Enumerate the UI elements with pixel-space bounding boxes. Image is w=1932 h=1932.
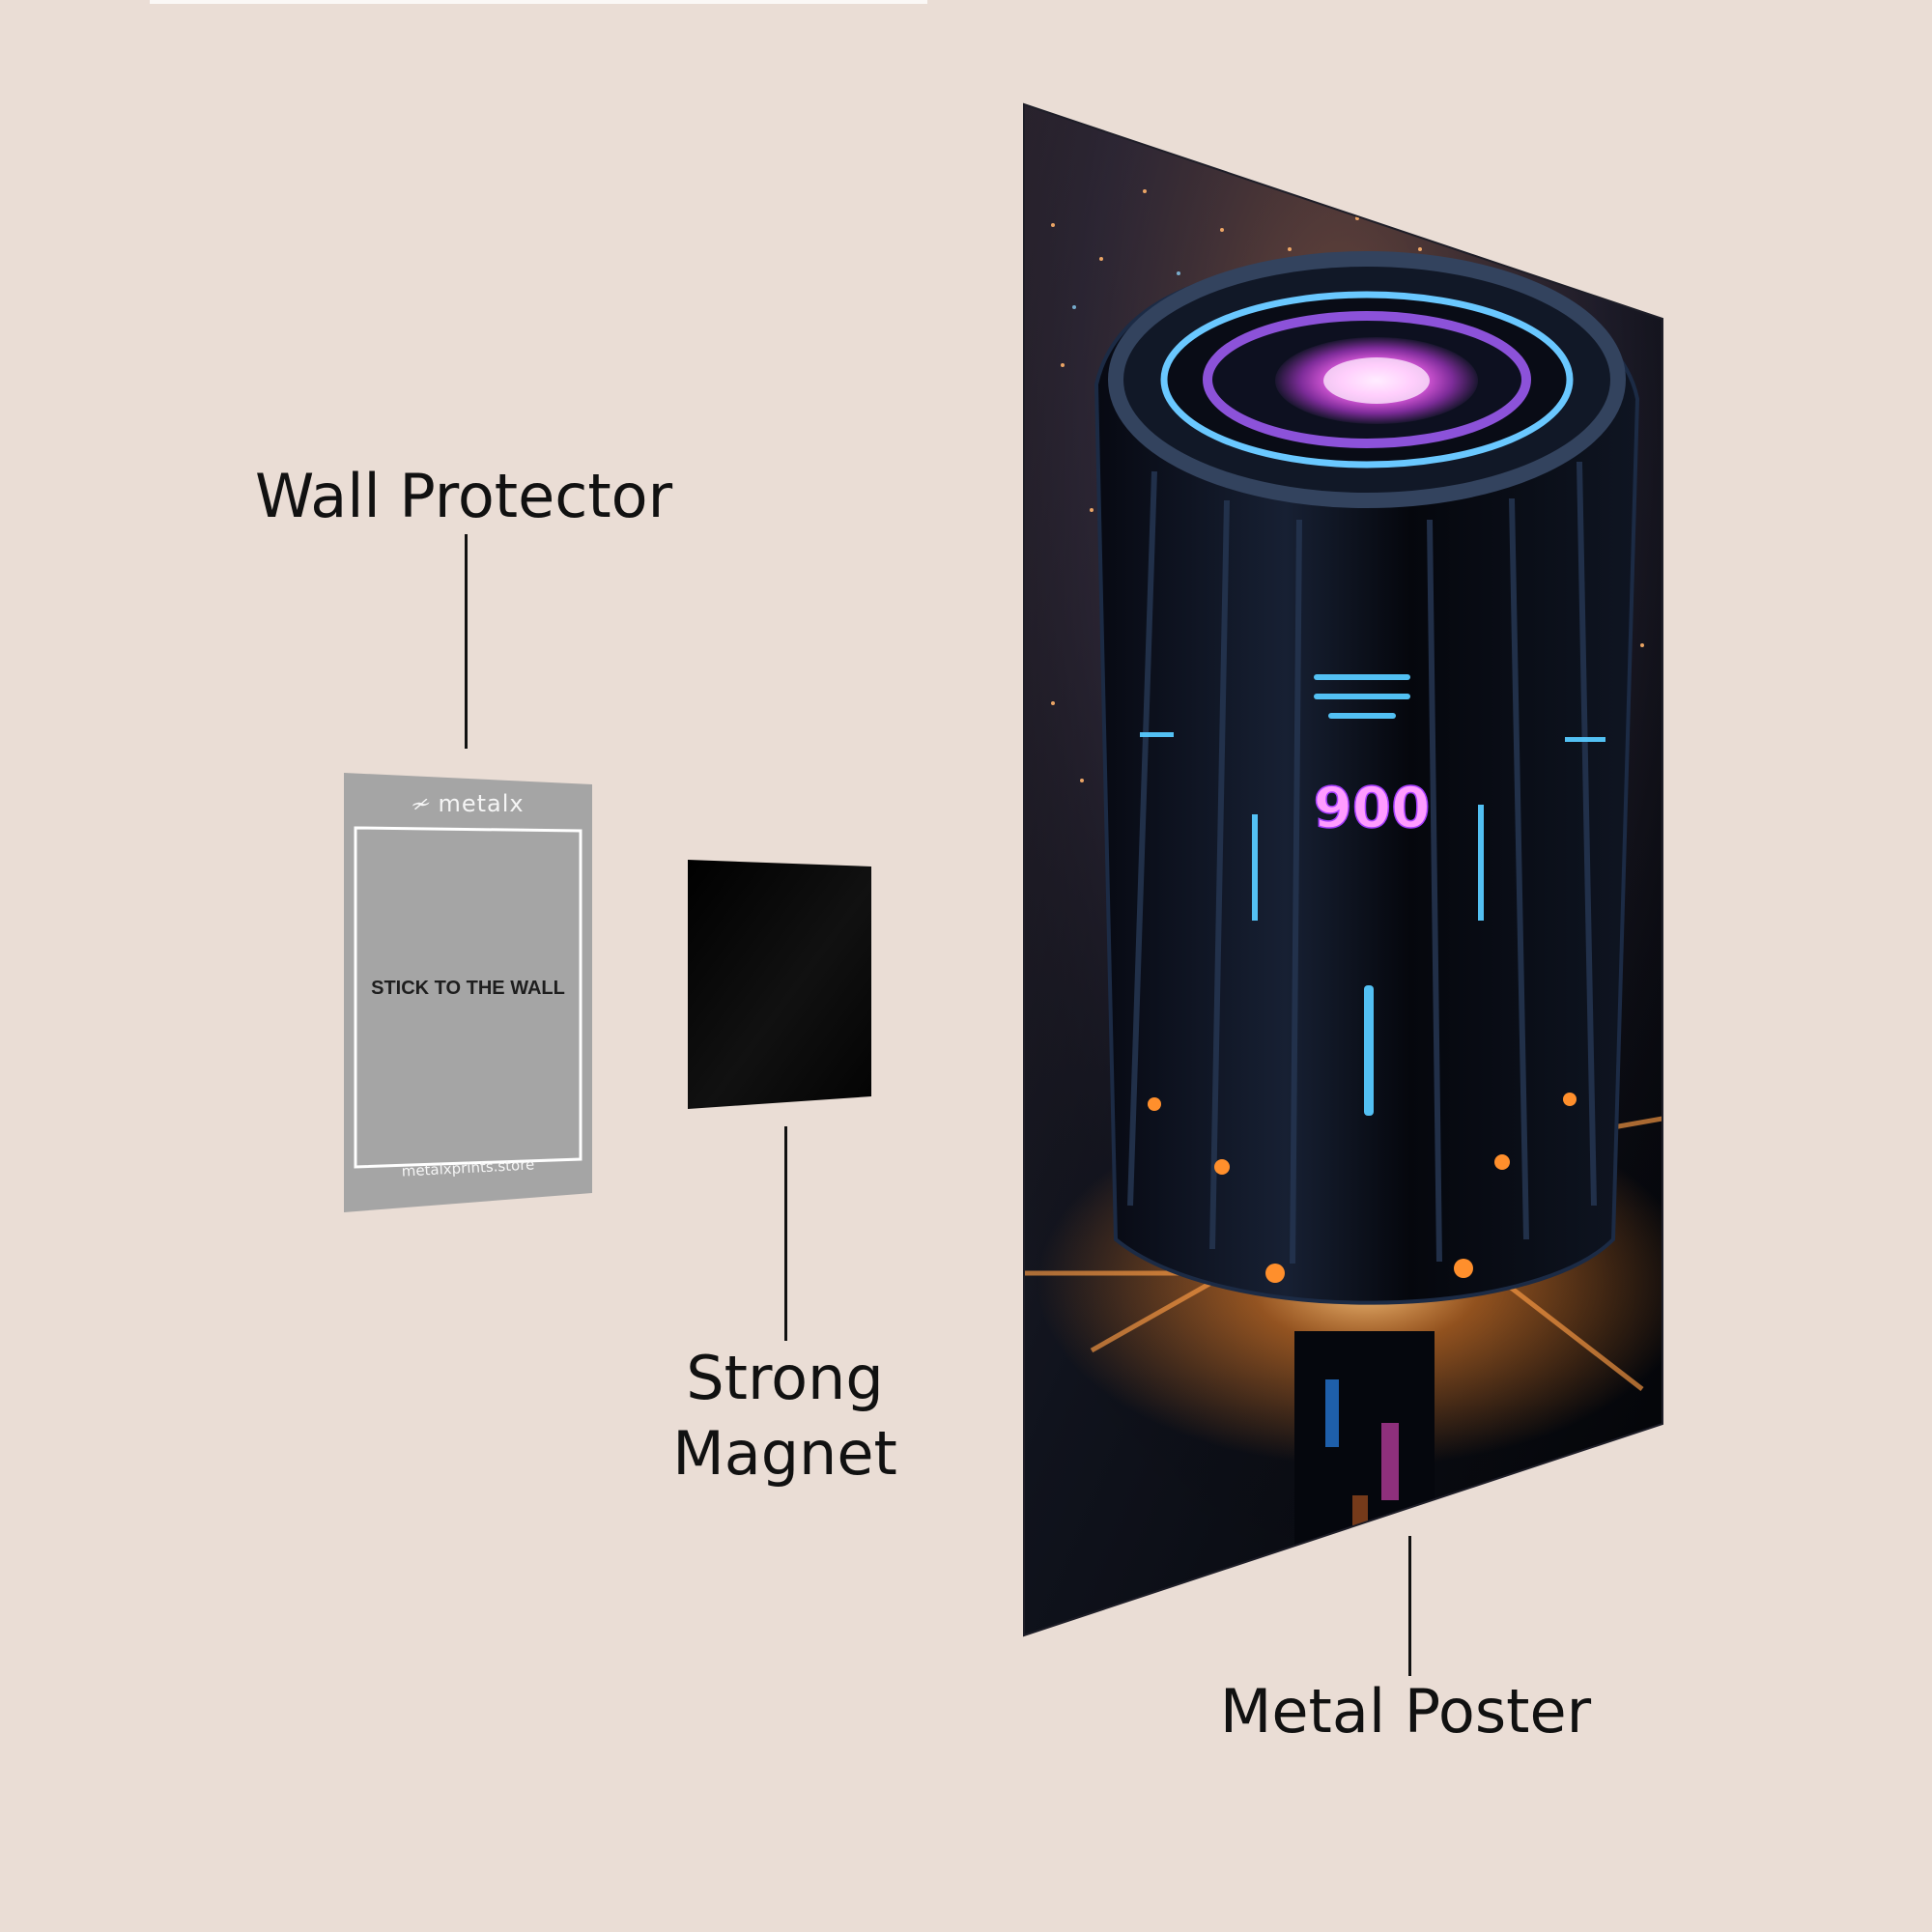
wall-protector-label: Wall Protector <box>254 461 673 531</box>
top-edge-strip <box>150 0 927 4</box>
metal-poster: 900 <box>1023 102 1663 1637</box>
metalx-logo-text: metalx <box>438 790 525 817</box>
magnet-shape <box>688 860 871 1109</box>
metal-poster-leader-line <box>1408 1536 1411 1676</box>
wall-protector-leader-line <box>465 534 468 749</box>
strong-magnet-leader-line <box>784 1126 787 1341</box>
metalx-logo-icon: ≁ <box>402 790 442 817</box>
strong-magnet-label-line-2: Magnet <box>672 1418 897 1489</box>
metal-poster-label: Metal Poster <box>1219 1676 1592 1747</box>
wall-protector-sheet: ≁metalx STICK TO THE WALL metalxprints.s… <box>344 773 592 1212</box>
metalx-logo: ≁metalx <box>344 790 592 817</box>
wall-protector-shape <box>344 773 592 1212</box>
strong-magnet-label-line-1: Strong <box>686 1343 884 1413</box>
stick-to-wall-text: STICK TO THE WALL <box>371 978 565 999</box>
strong-magnet-plate <box>688 860 871 1111</box>
poster-number-900: 900 <box>1313 775 1430 840</box>
strong-magnet-label: Strong Magnet <box>657 1341 913 1492</box>
metal-poster-art: 900 <box>1023 102 1663 1637</box>
